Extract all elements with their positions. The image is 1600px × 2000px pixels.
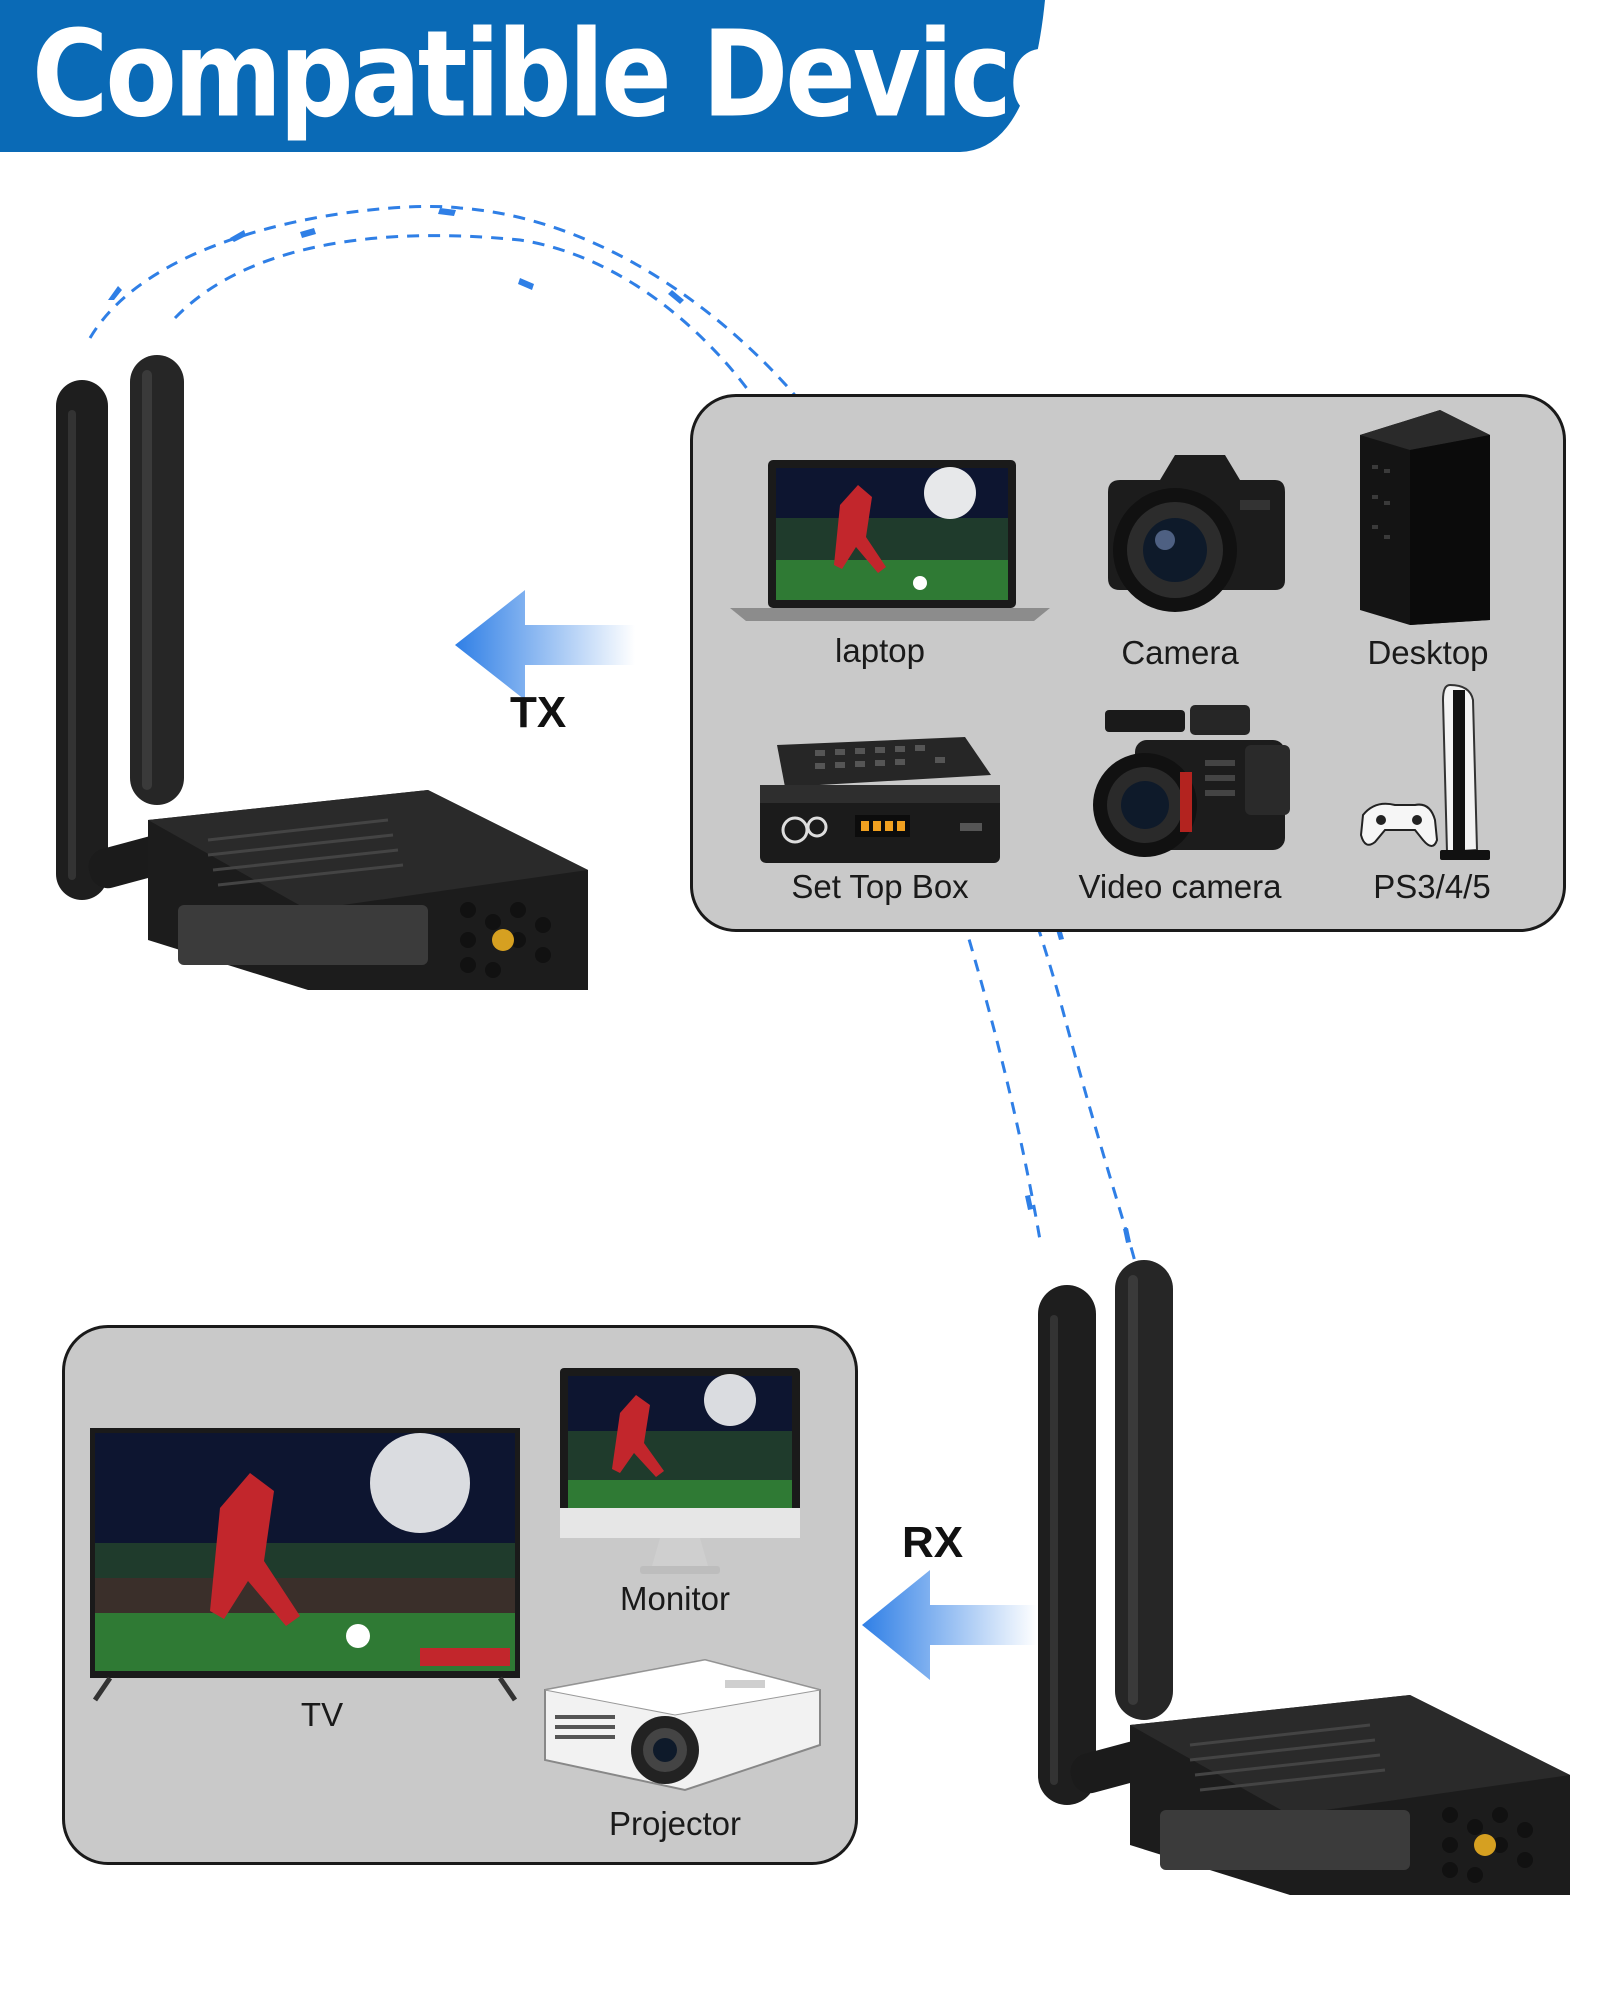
laptop-label: laptop xyxy=(835,632,925,669)
rx-arrow-icon xyxy=(862,1570,1037,1680)
set-top-box-icon xyxy=(760,737,1000,863)
rx-receiver-device xyxy=(1038,1260,1570,1895)
video-camera-label: Video camera xyxy=(1078,868,1282,905)
camera-icon xyxy=(1108,455,1285,612)
monitor-label: Monitor xyxy=(619,1580,731,1617)
tv-label: TV xyxy=(300,1696,344,1733)
tx-transmitter-device xyxy=(56,355,588,990)
tx-label: TX xyxy=(510,688,567,737)
page-title: Compatible Devices xyxy=(32,3,1138,145)
desktop-label: Desktop xyxy=(1367,634,1489,671)
projector-label: Projector xyxy=(608,1805,742,1842)
monitor-icon xyxy=(560,1368,800,1574)
game-console-label: PS3/4/5 xyxy=(1373,868,1491,905)
projector-icon xyxy=(544,1658,821,1792)
rx-label: RX xyxy=(902,1518,964,1567)
tv-icon xyxy=(90,1428,520,1702)
game-console-icon xyxy=(1359,683,1490,860)
desktop-tower-icon xyxy=(1360,410,1490,625)
camera-label: Camera xyxy=(1121,634,1239,671)
set-top-box-label: Set Top Box xyxy=(791,868,969,905)
tx-arrow-icon xyxy=(455,590,635,700)
laptop-icon xyxy=(730,460,1050,621)
video-camera-icon xyxy=(1093,705,1290,857)
header-banner xyxy=(0,0,1045,152)
